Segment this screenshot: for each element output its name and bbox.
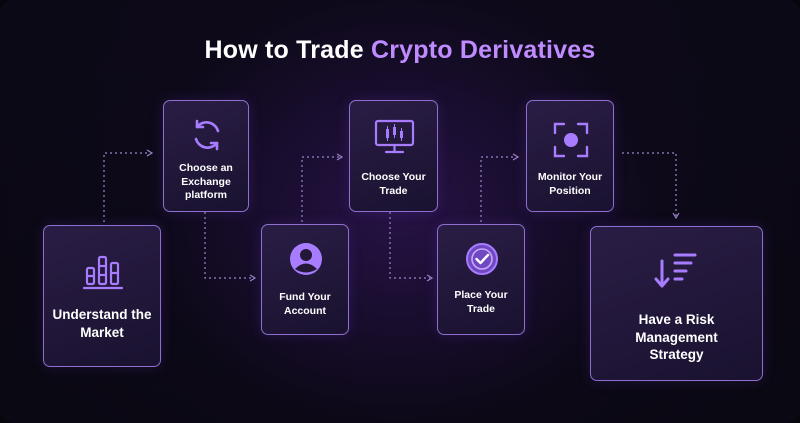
refresh-cycle-icon <box>194 119 220 151</box>
connector-5-6 <box>480 156 516 222</box>
bar-chart-icon <box>82 255 124 290</box>
connector-4-5 <box>389 212 430 279</box>
user-avatar-icon <box>290 243 322 275</box>
step-label: Place Your Trade <box>454 289 508 315</box>
connector-3-4 <box>301 156 340 222</box>
sort-descending-icon <box>654 253 697 288</box>
arrow-4-5 <box>426 274 434 282</box>
step-monitor-your-position: Monitor Your Position <box>526 100 614 212</box>
step-label: Fund Your Account <box>279 291 331 317</box>
step-label: Choose Your Trade <box>361 171 426 197</box>
arrow-6-7 <box>672 212 680 220</box>
step-label: Understand the Market <box>52 307 152 340</box>
step-fund-your-account: Fund Your Account <box>261 224 349 335</box>
step-choose-your-trade: Choose Your Trade <box>349 100 438 212</box>
title-highlight: Crypto Derivatives <box>370 36 596 64</box>
step-choose-exchange-platform: Choose an Exchange platform <box>163 100 249 212</box>
arrow-3-4 <box>336 153 344 161</box>
connector-6-7 <box>622 152 677 216</box>
check-circle-icon <box>466 243 498 275</box>
monitor-candlestick-icon <box>374 119 415 154</box>
diagram-title: How to Trade Crypto Derivatives <box>0 36 800 65</box>
step-label: Choose an Exchange platform <box>179 162 233 202</box>
connector-2-3 <box>204 212 253 279</box>
arrow-5-6 <box>512 153 520 161</box>
connector-1-2 <box>103 152 150 222</box>
arrow-1-2 <box>146 149 154 157</box>
step-label: Have a Risk Management Strategy <box>635 312 718 363</box>
step-risk-management-strategy: Have a Risk Management Strategy <box>590 226 763 381</box>
title-prefix: How to Trade <box>204 36 371 64</box>
step-label: Monitor Your Position <box>537 171 603 197</box>
arrow-2-3 <box>249 274 257 282</box>
step-place-your-trade: Place Your Trade <box>437 224 525 335</box>
focus-target-icon <box>553 122 589 158</box>
step-understand-the-market: Understand the Market <box>43 225 161 367</box>
